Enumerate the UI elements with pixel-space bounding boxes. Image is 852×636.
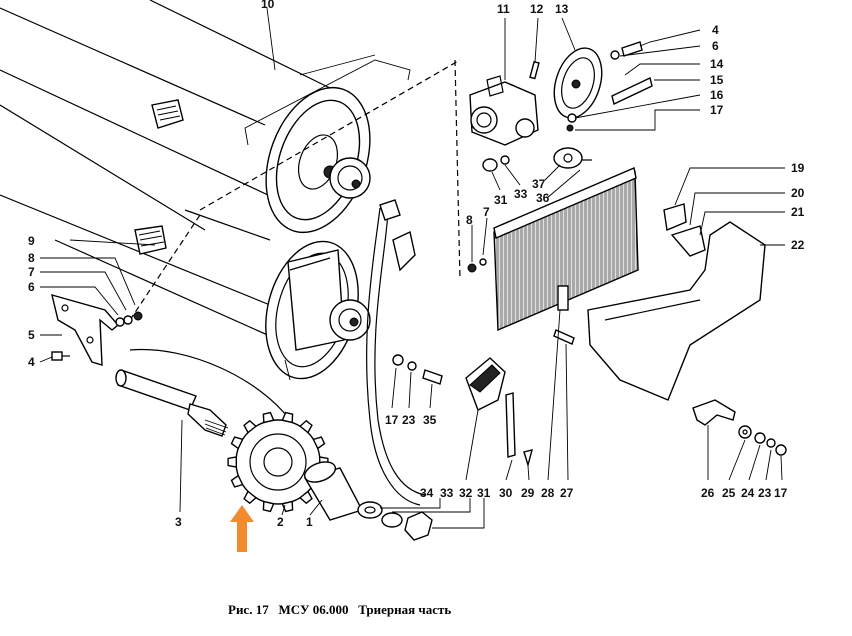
callout-17-bottom: 17 — [774, 486, 788, 500]
callout-19: 19 — [791, 161, 805, 175]
drum-housing-frame — [129, 54, 461, 381]
callout-6-left: 6 — [28, 280, 35, 294]
cover-part-22 — [587, 221, 766, 401]
bolt-part-27 — [553, 329, 575, 345]
sprocket-part-2 — [227, 411, 329, 513]
callout-24: 24 — [741, 486, 755, 500]
callout-32: 32 — [459, 486, 473, 500]
callout-15: 15 — [710, 73, 724, 87]
callout-27: 27 — [560, 486, 574, 500]
callout-13: 13 — [555, 2, 569, 16]
callout-9: 9 — [28, 234, 35, 248]
callout-14: 14 — [710, 57, 724, 71]
tensioner-mount — [379, 199, 416, 272]
sprocket-tooth — [230, 436, 244, 450]
brush-screen-28 — [493, 167, 639, 332]
bracket-part-5 — [51, 294, 119, 366]
callout-23-middle: 23 — [402, 413, 416, 427]
fasteners-26-25-24-23-17-bottom — [692, 399, 787, 456]
callout-23-bottom: 23 — [758, 486, 772, 500]
washer-nut-33-34-31 — [357, 501, 433, 541]
sprocket-tooth — [298, 490, 313, 505]
callout-31-upper: 31 — [494, 193, 508, 207]
callout-21: 21 — [791, 205, 805, 219]
callout-11: 11 — [497, 2, 510, 16]
hub-part-36-37 — [553, 147, 592, 169]
callout-28: 28 — [541, 486, 555, 500]
tensioner-parts-29-30-32 — [465, 357, 533, 468]
sprocket-tooth — [230, 474, 244, 488]
callout-33-lower: 33 — [440, 486, 454, 500]
sprocket-tooth — [281, 500, 294, 513]
bracket-parts-19-20-21 — [663, 203, 706, 257]
callout-4-right: 4 — [712, 23, 719, 37]
washers-31-33-upper — [482, 155, 510, 172]
callout-22: 22 — [791, 238, 805, 252]
callout-6-right: 6 — [712, 39, 719, 53]
bolt-part-4-left — [51, 351, 70, 361]
callout-25: 25 — [722, 486, 736, 500]
upper-drum-sieve-window — [151, 99, 184, 129]
callout-16: 16 — [710, 88, 724, 102]
callout-30: 30 — [499, 486, 513, 500]
callout-35: 35 — [423, 413, 437, 427]
callout-3: 3 — [175, 515, 182, 529]
callout-17-middle: 17 — [385, 413, 399, 427]
sleeve-part-1 — [303, 461, 364, 521]
highlight-arrow-icon — [230, 505, 254, 552]
sprocket-tooth — [262, 411, 275, 424]
callout-8-right: 8 — [466, 213, 473, 227]
callout-1: 1 — [306, 515, 313, 529]
sprocket-tooth — [312, 436, 326, 450]
pulley-part-13 — [553, 47, 603, 119]
sprocket-tooth — [243, 490, 258, 505]
callout-31-lower: 31 — [477, 486, 491, 500]
callout-29: 29 — [521, 486, 535, 500]
callout-7-left: 7 — [28, 265, 35, 279]
callout-4-left: 4 — [28, 355, 35, 369]
callout-20: 20 — [791, 186, 805, 200]
leader-lines — [39, 7, 785, 529]
callout-labels: 10 11 12 13 4 6 14 15 16 17 19 20 21 22 … — [28, 0, 805, 529]
figure-caption: Рис. 17 МСУ 06.000 Триерная часть — [228, 602, 451, 617]
nuts-7-8-right — [467, 258, 487, 273]
fasteners-4-6-14-15-16-17-right — [566, 41, 653, 132]
key-part-12 — [529, 60, 540, 80]
upper-drum — [0, 0, 371, 234]
callout-5: 5 — [28, 328, 35, 342]
callout-12: 12 — [530, 2, 544, 16]
shaft-part-3 — [115, 369, 229, 437]
lower-drum-sieve-window — [134, 225, 167, 255]
callout-10: 10 — [261, 0, 275, 11]
callout-17-right: 17 — [710, 103, 724, 117]
callout-8-left: 8 — [28, 251, 35, 265]
sprocket-tooth — [243, 419, 258, 434]
sprocket-tooth — [298, 419, 313, 434]
callout-34: 34 — [420, 486, 434, 500]
drive-belt — [129, 207, 426, 506]
sprocket-tooth — [227, 456, 238, 468]
washers-6-7-8-left — [115, 311, 143, 327]
fasteners-17-23-35-middle — [392, 354, 443, 385]
callout-7-right: 7 — [483, 205, 490, 219]
callout-26: 26 — [701, 486, 715, 500]
sprocket-tooth — [281, 411, 294, 424]
callout-2: 2 — [277, 515, 284, 529]
sprocket-tooth — [262, 500, 275, 513]
callout-36: 36 — [536, 191, 550, 205]
callout-37: 37 — [532, 177, 546, 191]
callout-33-upper: 33 — [514, 187, 528, 201]
lower-drum — [0, 194, 371, 380]
gearbox-part-11 — [469, 75, 539, 146]
